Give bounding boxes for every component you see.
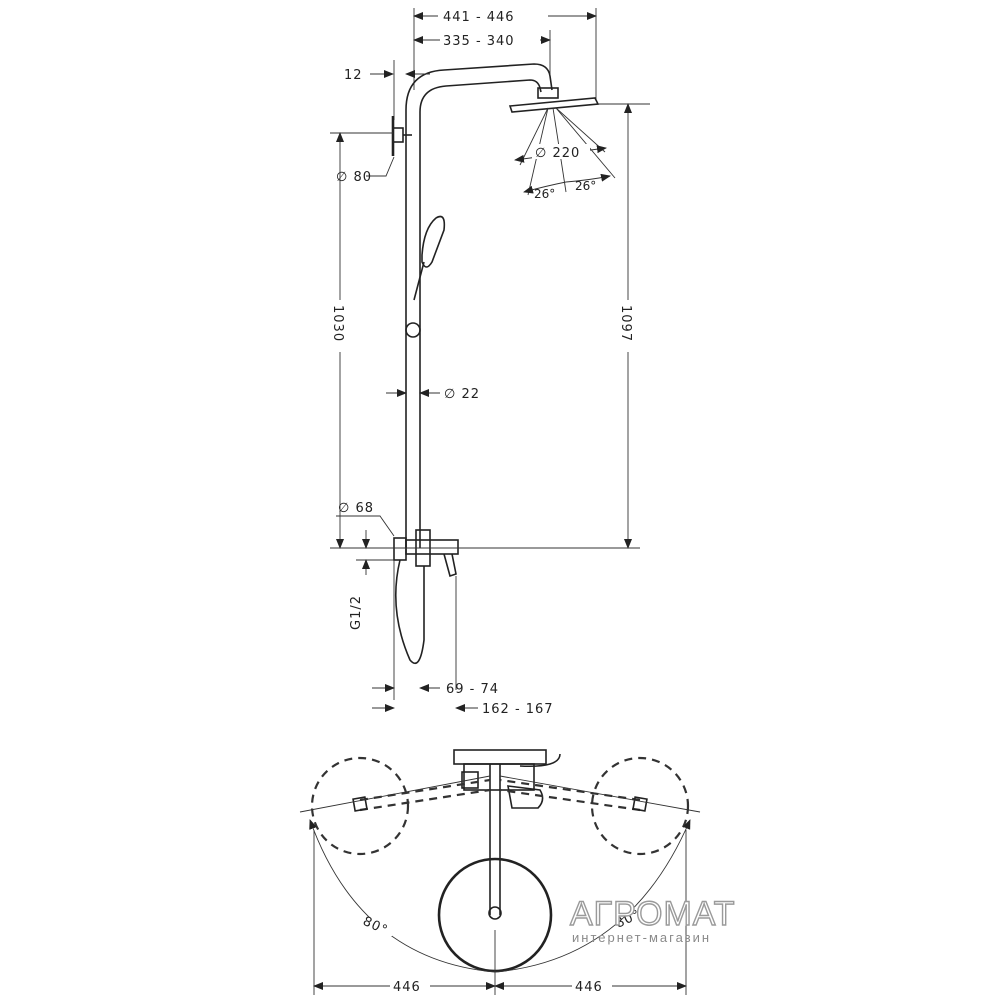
mixer-body — [393, 529, 459, 700]
watermark: АГРОМАТ интернет-магазин — [569, 894, 736, 945]
dim-total-height: 1097 — [618, 305, 633, 342]
dim-tilt-right: 26° — [575, 179, 596, 193]
dim-flange-diameter: ∅ 80 — [336, 170, 372, 185]
dim-tilt-left: 26° — [534, 187, 555, 201]
watermark-brand: АГРОМАТ — [570, 895, 736, 933]
dim-mixer-flange-diameter: ∅ 68 — [338, 501, 374, 516]
dim-arm-length: 335 - 340 — [443, 34, 515, 49]
dim-top-width: 441 - 446 — [443, 10, 515, 25]
dim-mixer-projection: 162 - 167 — [482, 702, 554, 717]
dim-rail-diameter: ∅ 22 — [444, 387, 480, 402]
dim-span-left: 446 — [393, 980, 421, 995]
dim-mixer-to-flange: 1030 — [330, 305, 345, 342]
hand-shower — [405, 215, 446, 338]
watermark-tagline: интернет-магазин — [572, 930, 711, 945]
dim-lever-projection: 69 - 74 — [446, 682, 499, 697]
dim-span-right: 446 — [575, 980, 603, 995]
top-view: 80° 80° 446 446 — [299, 749, 701, 995]
wall-flange-top — [391, 116, 412, 156]
side-view: 441 - 446 335 - 340 12 ∅ 80 ∅ 220 26° 26… — [330, 8, 650, 717]
dim-thread: G1/2 — [349, 595, 364, 630]
riser-pipe — [405, 63, 553, 548]
dim-wall-offset: 12 — [344, 68, 363, 83]
dim-overhead-diameter: ∅ 220 — [535, 146, 580, 161]
